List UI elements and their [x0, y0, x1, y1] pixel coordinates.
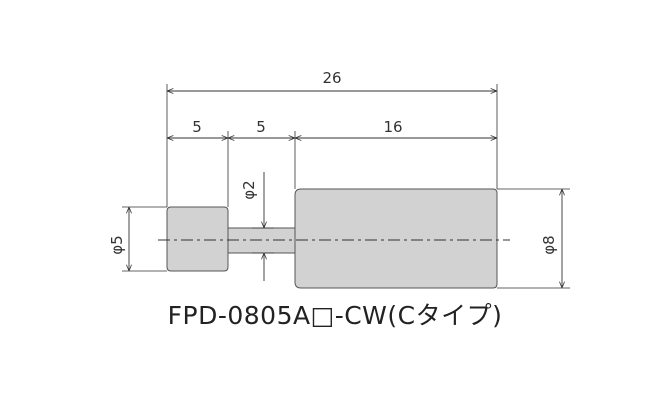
- body-section: [294, 188, 498, 289]
- extension-lines: [122, 84, 570, 289]
- dim-body-diameter: φ8: [540, 235, 558, 254]
- part-number-caption: FPD-0805A□-CW(Cタイプ): [167, 301, 503, 330]
- dim-neck-diameter: φ2: [240, 180, 258, 199]
- dim-head-diameter: φ5: [108, 235, 126, 254]
- head-section: [166, 206, 229, 272]
- dim-neck-length: 5: [256, 118, 266, 136]
- part-outline: [166, 188, 498, 289]
- dimension-lines: [129, 91, 562, 288]
- dim-total-length: 26: [322, 69, 341, 87]
- dim-body-length: 16: [383, 118, 402, 136]
- dim-head-length: 5: [192, 118, 202, 136]
